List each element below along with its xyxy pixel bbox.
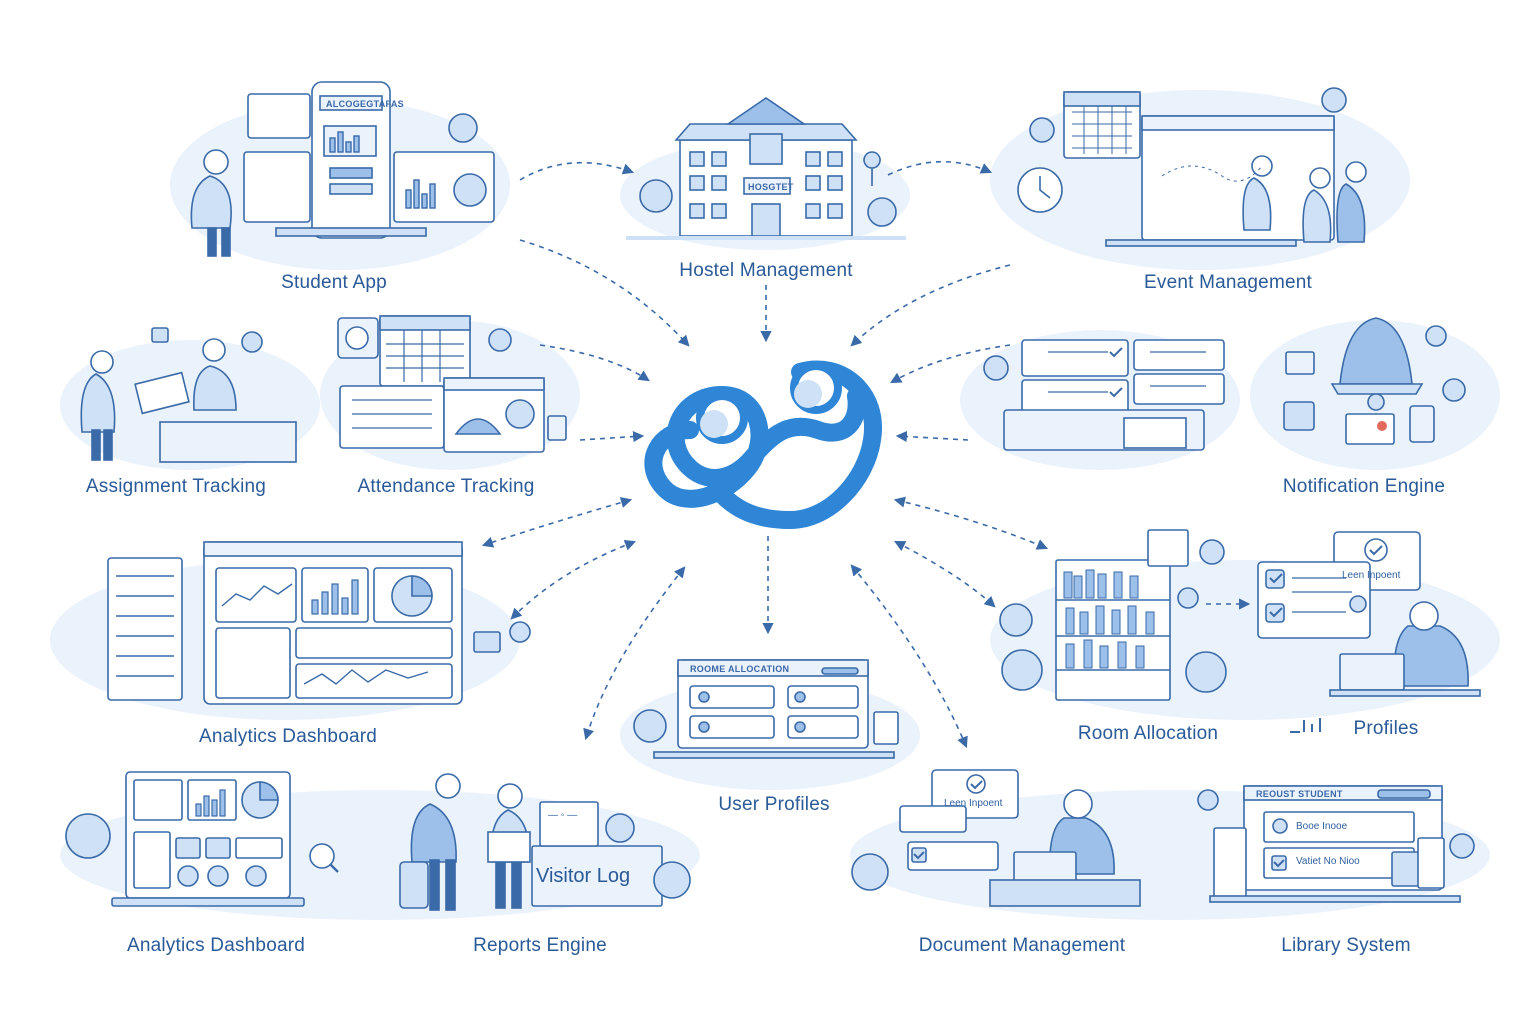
label-hostel-management: Hostel Management <box>679 260 853 281</box>
hub-logo-icon <box>644 360 883 529</box>
profiles-bubble-text: Leen Inpoent <box>1342 570 1401 581</box>
arrow-hub-left-down <box>510 539 637 620</box>
arrow-hub-reports <box>583 566 686 741</box>
analytics-dashboard-bottom-illustration <box>65 771 339 907</box>
arrow-hub-analytics <box>481 497 633 548</box>
library-system-illustration <box>1197 785 1475 903</box>
label-notification-engine: Notification Engine <box>1282 476 1446 497</box>
label-reports-engine: Reports Engine <box>473 935 607 956</box>
reports-screen-text: — ◦ — <box>548 810 577 821</box>
arrow-notification2-to-hub <box>895 430 969 443</box>
arrow-hub-right-down <box>894 540 996 608</box>
label-analytics-dashboard-bottom: Analytics Dashboard <box>126 935 306 956</box>
document-management-illustration <box>851 769 1141 907</box>
label-profiles: Profiles <box>1353 718 1419 739</box>
hostel-building-illustration <box>626 97 906 240</box>
analytics-dashboard-top-illustration <box>107 541 531 705</box>
arrow-event-to-hub <box>850 264 1011 347</box>
arrow-hub-room <box>893 496 1049 550</box>
hostel-sign-text: HOSGTET <box>748 182 794 192</box>
phone-icon <box>311 81 391 239</box>
label-assignment-tracking: Assignment Tracking <box>85 476 267 497</box>
documents-bubble-text: Leen Inpoent <box>944 798 1003 809</box>
user-profiles-illustration <box>633 659 899 759</box>
label-library-system: Library System <box>1281 935 1411 956</box>
label-event-management: Event Management <box>1144 272 1312 293</box>
room-card-title: ROOME ALLOCATION <box>690 664 789 674</box>
label-user-profiles: User Profiles <box>718 794 830 815</box>
library-row1-text: Booe Inooe <box>1296 821 1348 832</box>
arrow-hub-documents <box>850 564 968 749</box>
arrow-attendance-to-hub <box>539 344 650 382</box>
heart-icon <box>488 328 512 352</box>
notification-engine-illustration <box>983 317 1466 451</box>
check-icon <box>966 774 986 794</box>
label-document-management: Document Management <box>918 935 1126 956</box>
avatar <box>633 709 667 743</box>
connector-arrows <box>481 160 1251 749</box>
check-icon <box>1364 538 1388 562</box>
arrow-attendance2-to-hub <box>579 430 645 443</box>
arrow-hostel-to-event <box>887 160 993 176</box>
label-room-allocation: Room Allocation <box>1077 723 1219 744</box>
reports-engine-illustration <box>399 773 691 911</box>
attendance-tracking-illustration <box>337 315 567 453</box>
suitcase-icon <box>399 861 429 909</box>
location-pin-icon <box>863 151 881 187</box>
label-student-app: Student App <box>281 272 387 293</box>
label-attendance-tracking: Attendance Tracking <box>357 476 535 497</box>
heart-icon <box>1321 87 1347 113</box>
arrow-notification-to-hub <box>890 344 1011 384</box>
profiles-illustration <box>1257 531 1481 697</box>
phone-header-text: ALCOGEGTAFAS <box>326 99 404 109</box>
visitor-log-sign: Visitor Log <box>536 865 630 887</box>
library-title-text: REOUST STUDENT <box>1256 789 1343 799</box>
library-row2-text: Vatiet No Nioo <box>1296 856 1360 867</box>
search-icon <box>309 843 335 869</box>
assignment-tracking-illustration <box>80 327 297 463</box>
event-management-illustration <box>1017 87 1367 247</box>
arrow-student-to-hub <box>519 239 690 347</box>
label-analytics-dashboard-top: Analytics Dashboard <box>198 726 378 747</box>
bell-icon <box>1339 317 1413 385</box>
arrow-student-to-hostel <box>519 161 635 181</box>
